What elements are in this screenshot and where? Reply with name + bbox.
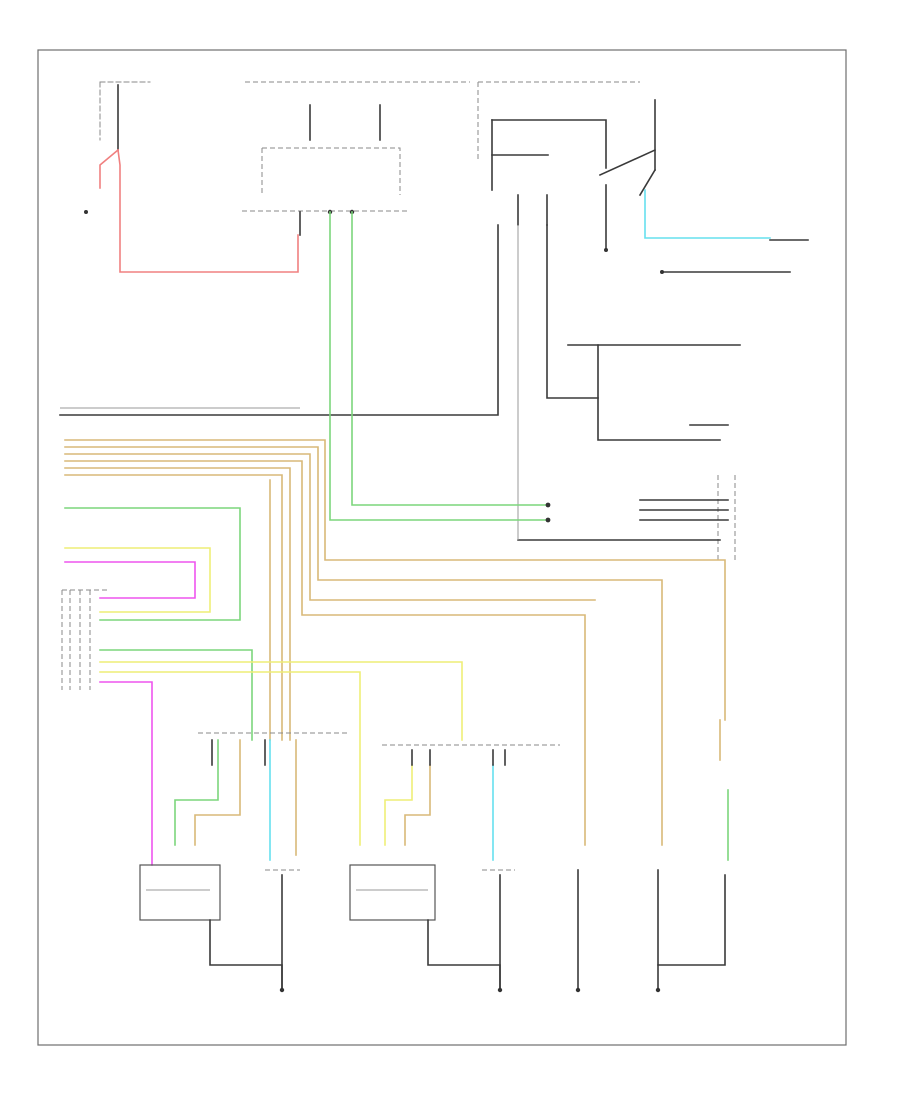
tan-wires <box>64 439 726 856</box>
top-left-fuse-block <box>84 81 299 273</box>
instrument-panel-connector <box>242 81 470 236</box>
magenta-wires <box>64 561 196 866</box>
top-right-switch-block <box>59 81 809 416</box>
transmission-range-connectors <box>517 225 741 560</box>
left-connector-stack <box>60 407 300 690</box>
diagram-border <box>37 49 847 1046</box>
yellow-wires <box>64 547 463 846</box>
cyan-wires <box>269 739 494 861</box>
right-lamp-module <box>349 864 501 991</box>
bottom-lamps <box>265 869 726 993</box>
left-lamp-module <box>139 864 283 991</box>
mid-level-connectors <box>198 732 560 766</box>
green-wires <box>64 211 729 861</box>
